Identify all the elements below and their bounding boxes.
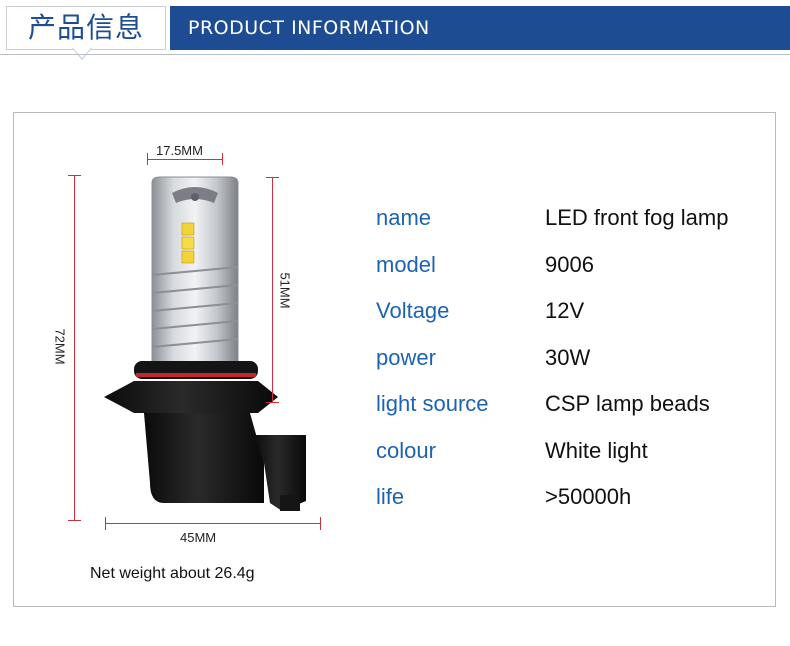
dim-head-tick-top: [266, 177, 279, 178]
header-title-en: PRODUCT INFORMATION: [188, 17, 430, 39]
net-weight-caption: Net weight about 26.4g: [90, 565, 255, 582]
dim-base-line: [105, 523, 321, 524]
spec-label: model: [376, 251, 436, 277]
dim-total-label: 72MM: [52, 328, 68, 365]
dim-top-label: 17.5MM: [156, 143, 203, 158]
spec-value: LED front fog lamp: [545, 205, 729, 230]
spec-row-power: power 30W: [376, 345, 771, 392]
spec-label: colour: [376, 437, 436, 463]
header-pointer-inner: [73, 48, 91, 58]
spec-value: White light: [545, 437, 648, 463]
spec-table: name LED front fog lamp model 9006 Volta…: [376, 205, 771, 531]
spec-label: power: [376, 344, 436, 370]
dim-total-line: [74, 175, 75, 521]
header-bar: PRODUCT INFORMATION: [170, 6, 790, 50]
spec-label: Voltage: [376, 298, 450, 323]
spec-value: 30W: [545, 344, 591, 370]
dim-head-line: [272, 177, 273, 403]
dim-total-tick-bottom: [68, 520, 81, 521]
spec-value: >50000h: [545, 484, 632, 509]
spec-value: 9006: [545, 251, 594, 277]
spec-row-light-source: light source CSP lamp beads: [376, 391, 771, 438]
dim-head-label: 51MM: [277, 272, 293, 309]
spec-label: life: [376, 484, 405, 509]
spec-value: 12V: [545, 298, 585, 323]
header-divider: [0, 54, 790, 55]
spec-row-name: name LED front fog lamp: [376, 205, 771, 252]
dim-base-tick-left: [105, 517, 106, 530]
spec-row-model: model 9006: [376, 252, 771, 299]
header-banner: 产品信息 PRODUCT INFORMATION: [0, 0, 790, 66]
header-title-cn: 产品信息: [6, 6, 166, 50]
spec-row-life: life >50000h: [376, 484, 771, 531]
spec-row-colour: colour White light: [376, 438, 771, 485]
spec-label: name: [376, 205, 432, 230]
spec-value: CSP lamp beads: [545, 391, 710, 416]
spec-label: light source: [376, 391, 489, 416]
product-info-panel: 17.5MM 72MM 51MM 45MM Net weight about 2…: [13, 112, 776, 607]
dim-top-tick-right: [222, 153, 223, 165]
spec-row-voltage: Voltage 12V: [376, 298, 771, 345]
dim-base-tick-right: [320, 517, 321, 530]
dim-total-tick-top: [68, 175, 81, 176]
dim-head-tick-bottom: [266, 402, 279, 403]
dim-base-label: 45MM: [180, 530, 217, 545]
bulb-image: [104, 176, 306, 511]
dim-top-line: [147, 159, 223, 160]
dim-top-tick-left: [147, 153, 148, 165]
